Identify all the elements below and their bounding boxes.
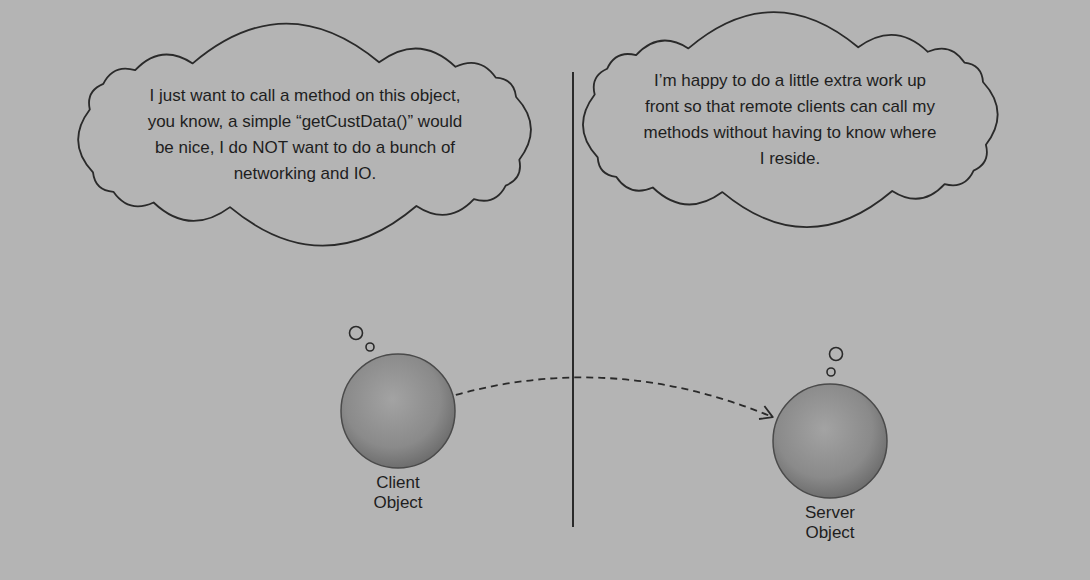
- divider-line: [572, 72, 574, 527]
- cloud-outline: [67, 40, 542, 229]
- sphere: [773, 384, 887, 498]
- thought-text: I’m happy to do a little extra work up f…: [640, 68, 940, 172]
- thought-tail: [830, 348, 843, 361]
- thought-bubble: I’m happy to do a little extra work up f…: [572, 25, 1009, 214]
- cloud-outline-path: [79, 24, 532, 246]
- connector-line: [456, 377, 773, 417]
- thought-bubble: I just want to call a method on this obj…: [67, 40, 542, 229]
- sphere: [341, 354, 455, 468]
- cloud-outline-path: [583, 13, 998, 228]
- arrowhead: [759, 406, 773, 419]
- sphere-figure: [318, 353, 478, 469]
- object-label: Server Object: [792, 503, 868, 543]
- dashed-arrow: [456, 377, 773, 419]
- thought-text: I just want to call a method on this obj…: [140, 83, 470, 187]
- object-circle: Server Object: [750, 383, 910, 543]
- cloud-outline: [572, 25, 1009, 214]
- object-label: Client Object: [360, 473, 436, 513]
- thought-tail: [366, 343, 374, 351]
- thought-tail: [827, 368, 835, 376]
- thought-tail: [350, 327, 363, 340]
- object-circle: Client Object: [318, 353, 478, 513]
- sphere-figure: [750, 383, 910, 499]
